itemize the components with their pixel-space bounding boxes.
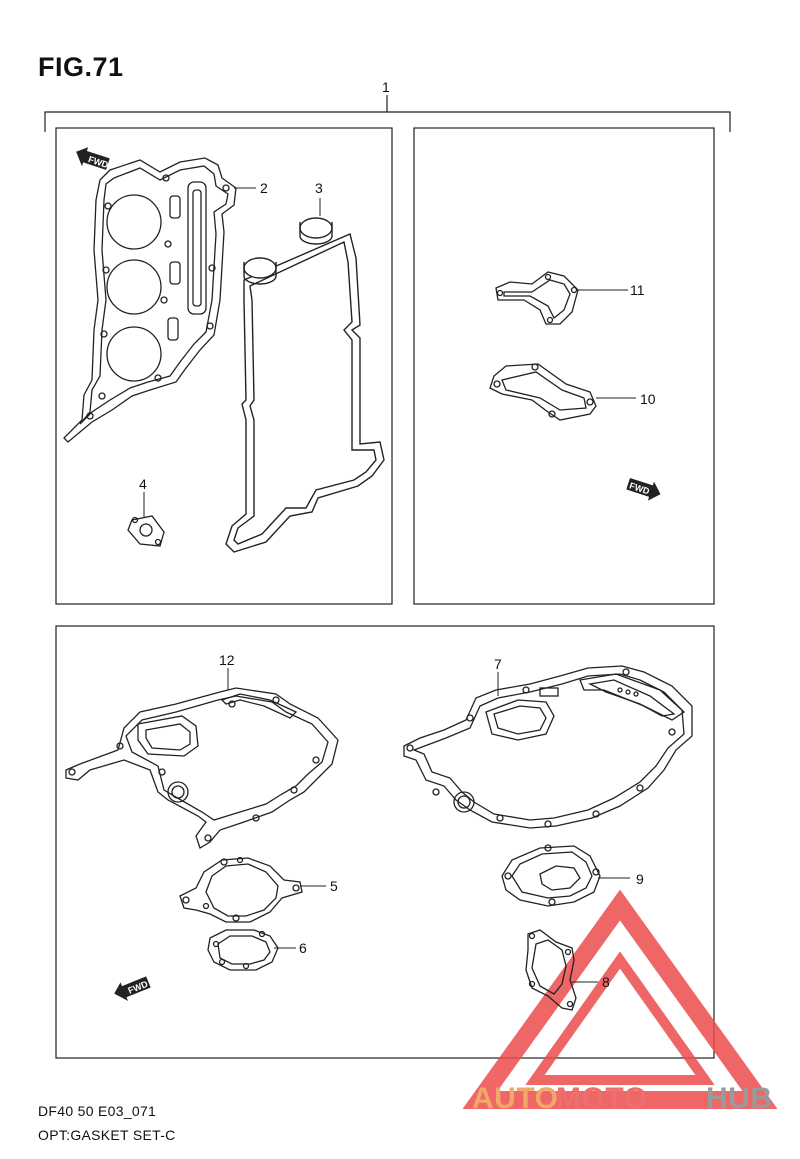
figure-title: FIG.71: [38, 52, 124, 82]
svg-text:FWD: FWD: [126, 979, 149, 996]
callout-2: 2: [260, 180, 268, 196]
panel-top-left: [55, 127, 393, 605]
callout-5: 5: [330, 878, 338, 894]
leader-lines: [143, 187, 636, 983]
callout-8: 8: [602, 974, 610, 990]
svg-text:HUB: HUB: [706, 1082, 773, 1115]
panel-bottom: [55, 625, 715, 1059]
small-gasket-4: [127, 515, 165, 547]
callout-3: 3: [315, 180, 323, 196]
gasket-12: [65, 687, 339, 849]
watermark-triangle: [462, 889, 778, 1109]
callout-11: 11: [630, 282, 645, 298]
gasket-9: [501, 844, 601, 907]
panel-top-right: [413, 127, 715, 605]
head-cover-gasket: [225, 217, 385, 553]
watermark-text: AUTO MOTO HUB: [472, 1082, 773, 1115]
fwd-arrow-icon: FWD: [114, 976, 151, 1001]
svg-text:FWD: FWD: [87, 154, 110, 170]
callout-1: 1: [382, 79, 390, 95]
callout-7: 7: [494, 656, 502, 672]
gasket-8: [525, 929, 577, 1011]
gasket-11: [495, 271, 579, 325]
gasket-10: [489, 363, 597, 421]
cylinder-head-gasket: [63, 157, 237, 443]
gasket-5: [179, 856, 303, 923]
set-bracket: [44, 95, 731, 132]
gasket-7: [403, 665, 693, 829]
watermark-logo: [462, 889, 778, 1109]
callout-4: 4: [139, 476, 147, 492]
callout-10: 10: [640, 391, 656, 407]
diagram-name: OPT:GASKET SET-C: [38, 1127, 176, 1143]
svg-text:MOTO: MOTO: [556, 1082, 647, 1115]
svg-text:FWD: FWD: [628, 481, 651, 497]
fwd-arrow-icon: FWD: [76, 147, 110, 170]
diagram-code: DF40 50 E03_071: [38, 1103, 157, 1119]
fwd-arrow-icon: FWD: [626, 478, 661, 501]
callout-12: 12: [219, 652, 235, 668]
callout-6: 6: [299, 940, 307, 956]
svg-text:AUTO: AUTO: [472, 1082, 558, 1115]
callout-9: 9: [636, 871, 644, 887]
gasket-6: [207, 929, 279, 971]
